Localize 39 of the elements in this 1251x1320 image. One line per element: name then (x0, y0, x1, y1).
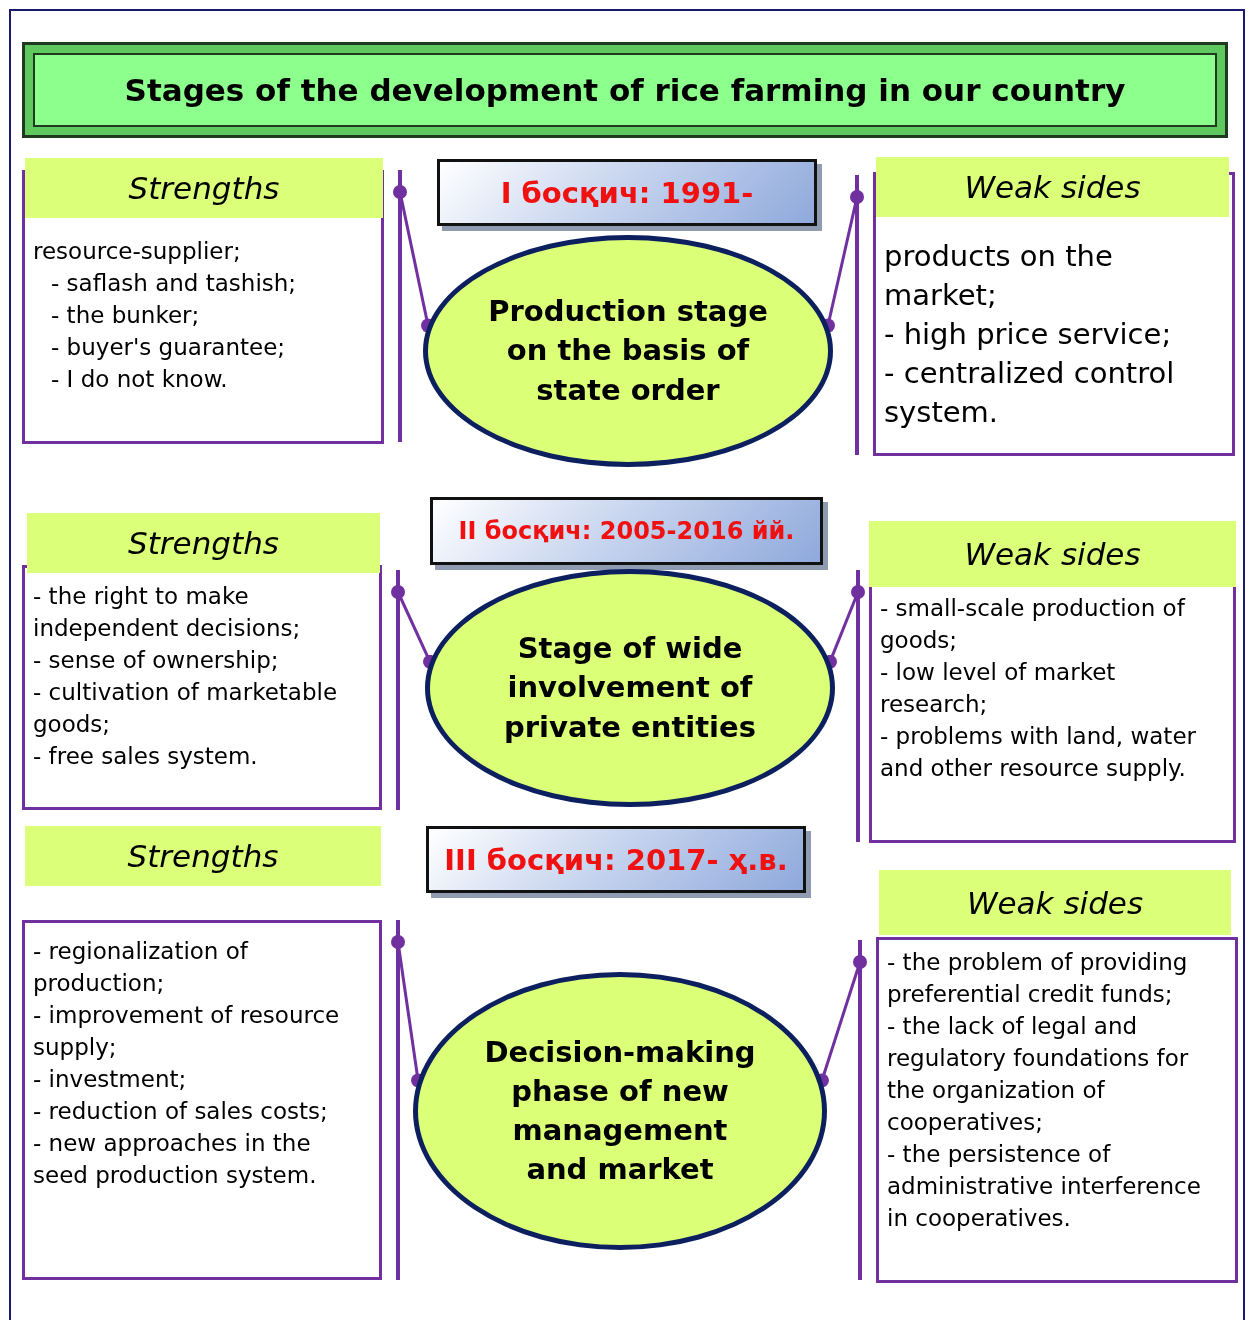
list-item: - reduction of sales costs; (33, 1097, 329, 1126)
list-item: - centralized control system. (884, 355, 1176, 431)
list-item: - the right to make independent decisions; (33, 582, 302, 643)
list-item: - small-scale production of goods; (880, 594, 1187, 655)
stage-ellipse: Decision-making phase of new management and market (413, 972, 827, 1250)
stage-ellipse: Stage of wide involvement of private entities (425, 569, 835, 807)
list-item: - regionalization of production; (33, 937, 250, 998)
list-item: - problems with land, water and other resource supply. (880, 722, 1197, 783)
list-item: - the problem of providing preferential credit funds; (887, 948, 1189, 1009)
title-banner: Stages of the development of rice farming in our country (22, 42, 1228, 138)
list-item: resource-supplier; (33, 237, 242, 266)
section-heading: Weak sides (869, 521, 1236, 587)
list-item: - new approaches in the seed production system. (33, 1129, 318, 1190)
section-heading: Strengths (25, 158, 383, 218)
connector-bar (855, 175, 859, 455)
list-item: - buyer's guarantee; (50, 333, 287, 362)
list-item: - cultivation of marketable goods; (33, 678, 339, 739)
section-heading: Strengths (25, 826, 381, 886)
section-heading: Weak sides (876, 157, 1229, 217)
list-item: - the persistence of administrative interference in cooperatives. (887, 1140, 1202, 1233)
connector-bar (856, 570, 860, 842)
list-item: - investment; (33, 1065, 188, 1094)
connector-bar (396, 570, 400, 810)
stage-ellipse: Production stage on the basis of state order (423, 235, 833, 467)
connector-bar (396, 920, 400, 1280)
list-item: products on the market; (884, 238, 1114, 314)
list-item: - free sales system. (33, 742, 259, 771)
list-item: - the bunker; (50, 301, 201, 330)
connector-bar (858, 940, 862, 1280)
section-heading: Strengths (27, 513, 380, 573)
list-item: - the lack of legal and regulatory foundations for the organization of cooperatives; (887, 1012, 1190, 1137)
section-heading: Weak sides (879, 870, 1231, 935)
list-item: - improvement of resource supply; (33, 1001, 341, 1062)
list-item: - sense of ownership; (33, 646, 280, 675)
list-item: - saflash and tashish; (50, 269, 298, 298)
list-item: - I do not know. (50, 365, 229, 394)
list-item: - high price service; (884, 316, 1173, 353)
list-item: - low level of market research; (880, 658, 1117, 719)
connector-bar (398, 170, 402, 442)
